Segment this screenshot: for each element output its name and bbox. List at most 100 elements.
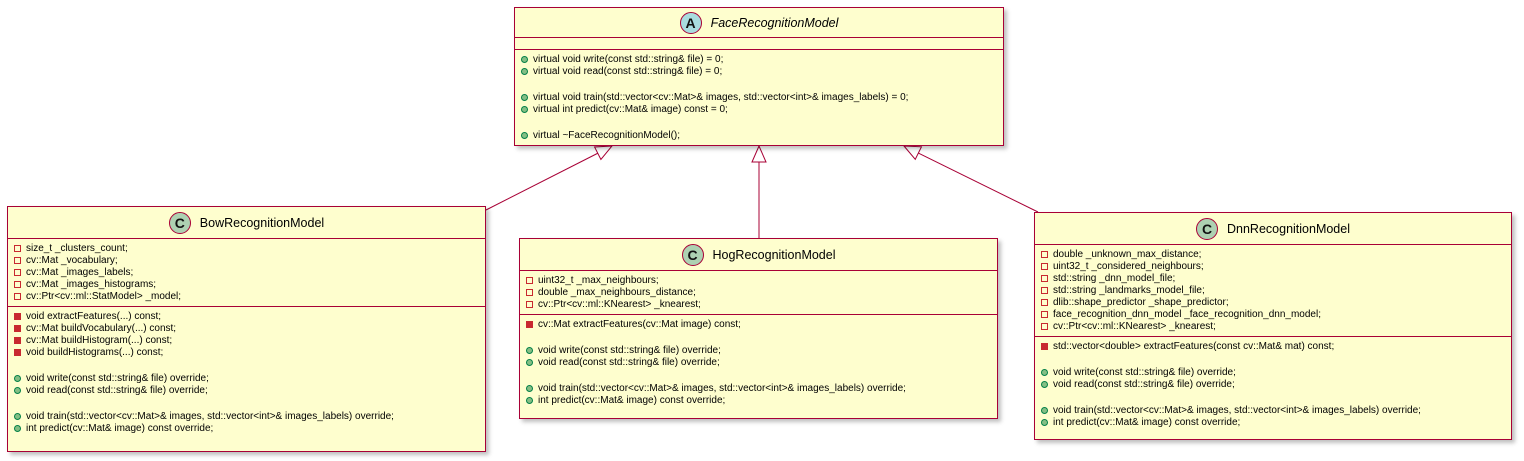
member-text: void train(std::vector<cv::Mat>& images,… — [538, 382, 906, 394]
public-visibility-icon — [521, 93, 528, 101]
public-visibility-icon — [1041, 406, 1048, 414]
member-text: int predict(cv::Mat& image) const overri… — [26, 422, 214, 434]
member-text: cv::Ptr<cv::ml::KNearest> _knearest; — [1053, 320, 1216, 332]
private-visibility-icon — [14, 292, 21, 300]
field-row: cv::Mat _images_histograms; — [14, 278, 485, 290]
method-row: cv::Mat extractFeatures(cv::Mat image) c… — [526, 318, 997, 330]
fields-section: uint32_t _max_neighbours;double _max_nei… — [520, 271, 997, 314]
public-visibility-icon — [1041, 368, 1048, 376]
member-text: virtual ~FaceRecognitionModel(); — [533, 129, 681, 141]
private-visibility-icon — [526, 276, 533, 284]
class-face-recognition-model[interactable]: A FaceRecognitionModel virtual void writ… — [514, 7, 1004, 146]
method-row: void train(std::vector<cv::Mat>& images,… — [14, 410, 485, 422]
fields-section: size_t _clusters_count;cv::Mat _vocabula… — [8, 239, 485, 306]
member-text: face_recognition_dnn_model _face_recogni… — [1053, 308, 1321, 320]
member-text: cv::Ptr<cv::ml::KNearest> _knearest; — [538, 298, 701, 310]
member-text: double _unknown_max_distance; — [1053, 248, 1202, 260]
member-text: virtual void read(const std::string& fil… — [533, 65, 723, 77]
field-row: face_recognition_dnn_model _face_recogni… — [1041, 308, 1511, 320]
inheritance-arrowhead-dnn — [902, 145, 923, 161]
member-text: std::string _dnn_model_file; — [1053, 272, 1176, 284]
class-hog-recognition-model[interactable]: C HogRecognitionModel uint32_t _max_neig… — [519, 238, 998, 419]
member-text: uint32_t _considered_neighbours; — [1053, 260, 1204, 272]
member-spacer — [1041, 352, 1511, 366]
field-row: double _max_neighbours_distance; — [526, 286, 997, 298]
method-row: void buildHistograms(...) const; — [14, 346, 485, 358]
inheritance-line-dnn — [918, 152, 1039, 213]
method-row: void write(const std::string& file) over… — [14, 372, 485, 384]
inheritance-arrowhead-hog — [751, 144, 767, 163]
member-spacer — [14, 358, 485, 372]
method-row: int predict(cv::Mat& image) const overri… — [526, 394, 997, 406]
member-text: int predict(cv::Mat& image) const overri… — [1053, 416, 1241, 428]
abstract-class-icon: A — [679, 11, 702, 34]
member-text: size_t _clusters_count; — [26, 242, 128, 254]
methods-section: std::vector<double> extractFeatures(cons… — [1035, 336, 1511, 432]
methods-section: cv::Mat extractFeatures(cv::Mat image) c… — [520, 314, 997, 410]
private-visibility-icon — [1041, 310, 1048, 318]
private-visibility-icon — [1041, 250, 1048, 258]
field-row: std::string _dnn_model_file; — [1041, 272, 1511, 284]
member-text: void write(const std::string& file) over… — [538, 344, 721, 356]
method-row: void extractFeatures(...) const; — [14, 310, 485, 322]
field-row: cv::Ptr<cv::ml::KNearest> _knearest; — [1041, 320, 1511, 332]
class-bow-recognition-model[interactable]: C BowRecognitionModel size_t _clusters_c… — [7, 206, 486, 452]
public-visibility-icon — [1041, 418, 1048, 426]
private-visibility-icon — [14, 244, 21, 252]
methods-section: void extractFeatures(...) const;cv::Mat … — [8, 306, 485, 438]
field-row: size_t _clusters_count; — [14, 242, 485, 254]
method-row: virtual void read(const std::string& fil… — [521, 65, 1003, 77]
inheritance-line-bow — [485, 152, 598, 211]
method-row: void read(const std::string& file) overr… — [14, 384, 485, 396]
member-text: void train(std::vector<cv::Mat>& images,… — [26, 410, 394, 422]
field-row: cv::Mat _images_labels; — [14, 266, 485, 278]
method-row: virtual void write(const std::string& fi… — [521, 53, 1003, 65]
member-text: void buildHistograms(...) const; — [26, 346, 164, 358]
field-row: uint32_t _considered_neighbours; — [1041, 260, 1511, 272]
member-text: void read(const std::string& file) overr… — [538, 356, 720, 368]
member-text: dlib::shape_predictor _shape_predictor; — [1053, 296, 1229, 308]
member-text: cv::Mat _images_labels; — [26, 266, 134, 278]
method-row: virtual void train(std::vector<cv::Mat>&… — [521, 91, 1003, 103]
private-visibility-icon — [1041, 274, 1048, 282]
method-row: virtual int predict(cv::Mat& image) cons… — [521, 103, 1003, 115]
member-spacer — [521, 77, 1003, 91]
method-row: void train(std::vector<cv::Mat>& images,… — [526, 382, 997, 394]
public-visibility-icon — [14, 424, 21, 432]
class-name: HogRecognitionModel — [712, 247, 836, 262]
private-visibility-icon — [526, 300, 533, 308]
private-visibility-icon — [14, 268, 21, 276]
private-visibility-icon — [526, 288, 533, 296]
member-text: std::string _landmarks_model_file; — [1053, 284, 1205, 296]
member-text: cv::Ptr<cv::ml::StatModel> _model; — [26, 290, 182, 302]
member-text: cv::Mat buildVocabulary(...) const; — [26, 322, 177, 334]
method-row: std::vector<double> extractFeatures(cons… — [1041, 340, 1511, 352]
field-row: cv::Ptr<cv::ml::StatModel> _model; — [14, 290, 485, 302]
member-text: void write(const std::string& file) over… — [1053, 366, 1236, 378]
method-row: int predict(cv::Mat& image) const overri… — [1041, 416, 1511, 428]
public-visibility-icon — [14, 386, 21, 394]
member-text: uint32_t _max_neighbours; — [538, 274, 659, 286]
private-visibility-icon — [14, 348, 21, 356]
class-dnn-recognition-model[interactable]: C DnnRecognitionModel double _unknown_ma… — [1034, 212, 1512, 440]
fields-section: double _unknown_max_distance;uint32_t _c… — [1035, 245, 1511, 336]
private-visibility-icon — [1041, 262, 1048, 270]
field-row: cv::Mat _vocabulary; — [14, 254, 485, 266]
method-row: cv::Mat buildHistogram(...) const; — [14, 334, 485, 346]
fields-section — [515, 38, 1003, 49]
private-visibility-icon — [1041, 322, 1048, 330]
methods-section: virtual void write(const std::string& fi… — [515, 49, 1003, 145]
method-row: virtual ~FaceRecognitionModel(); — [521, 129, 1003, 141]
member-text: double _max_neighbours_distance; — [538, 286, 696, 298]
member-text: void read(const std::string& file) overr… — [1053, 378, 1235, 390]
inheritance-arrowhead-bow — [593, 145, 614, 161]
field-row: uint32_t _max_neighbours; — [526, 274, 997, 286]
method-row: cv::Mat buildVocabulary(...) const; — [14, 322, 485, 334]
field-row: cv::Ptr<cv::ml::KNearest> _knearest; — [526, 298, 997, 310]
member-text: cv::Mat _vocabulary; — [26, 254, 118, 266]
member-text: virtual void write(const std::string& fi… — [533, 53, 724, 65]
public-visibility-icon — [526, 346, 533, 354]
member-text: virtual void train(std::vector<cv::Mat>&… — [533, 91, 909, 103]
member-text: int predict(cv::Mat& image) const overri… — [538, 394, 726, 406]
